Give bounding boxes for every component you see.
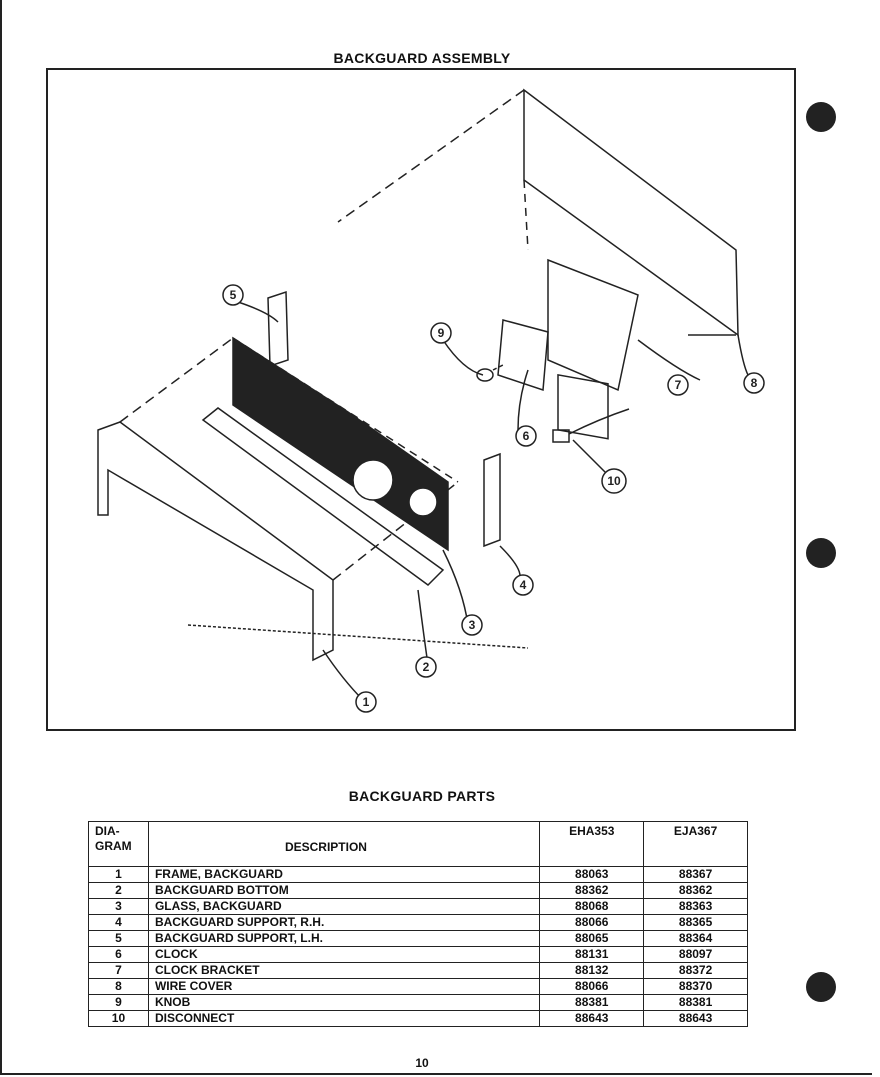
header-diagram-line-1: DIA- [95, 824, 120, 838]
row-model-1: 88066 [539, 914, 645, 931]
row-model-1: 88362 [539, 882, 645, 899]
table-row: 5 BACKGUARD SUPPORT, L.H. 88065 88364 [88, 930, 748, 947]
callout-2-label: 2 [423, 660, 430, 674]
row-model-2: 88372 [643, 962, 748, 979]
knob-part [476, 368, 494, 382]
callout-5 [222, 284, 244, 306]
row-model-1: 88065 [539, 930, 645, 947]
callout-6 [515, 425, 537, 447]
row-num: 2 [88, 882, 149, 899]
callout-6-label: 6 [523, 429, 530, 443]
callouts [222, 284, 765, 713]
callout-1 [355, 691, 377, 713]
table-row: 10 DISCONNECT 88643 88643 [88, 1010, 748, 1027]
support-rh-part [483, 452, 501, 548]
parts-table-header: DIA- GRAM DESCRIPTION EHA353 EJA367 [88, 821, 748, 867]
callout-7 [667, 374, 689, 396]
table-row: 8 WIRE COVER 88066 88370 [88, 978, 748, 995]
row-num: 4 [88, 914, 149, 931]
table-row: 7 CLOCK BRACKET 88132 88372 [88, 962, 748, 979]
parts-table: DIA- GRAM DESCRIPTION EHA353 EJA367 1 FR… [88, 821, 748, 1027]
header-description-label: DESCRIPTION [284, 840, 367, 854]
diagram-drawing: 1 2 3 4 5 6 7 8 9 10 [97, 88, 765, 713]
header-description: DESCRIPTION [147, 821, 541, 867]
header-model-2: EJA367 [643, 821, 748, 867]
callout-3-label: 3 [469, 618, 476, 632]
row-desc: FRAME, BACKGUARD [147, 866, 541, 883]
row-model-2: 88362 [643, 882, 748, 899]
row-num: 6 [88, 946, 149, 963]
callout-4 [512, 574, 534, 596]
row-desc: BACKGUARD SUPPORT, L.H. [147, 930, 541, 947]
table-row: 2 BACKGUARD BOTTOM 88362 88362 [88, 882, 748, 899]
exploded-diagram: 1 2 3 4 5 6 7 8 9 10 [46, 68, 796, 731]
row-model-2: 88367 [643, 866, 748, 883]
row-model-1: 88132 [539, 962, 645, 979]
wire-cover-part [523, 88, 739, 337]
callout-10 [601, 468, 627, 494]
row-model-2: 88365 [643, 914, 748, 931]
callout-2 [415, 656, 437, 678]
row-num: 8 [88, 978, 149, 995]
row-num: 5 [88, 930, 149, 947]
callout-7-label: 7 [675, 378, 682, 392]
table-row: 9 KNOB 88381 88381 [88, 994, 748, 1011]
punch-hole-icon [806, 102, 836, 132]
row-desc: WIRE COVER [147, 978, 541, 995]
header-model-1: EHA353 [539, 821, 645, 867]
callout-4-label: 4 [520, 578, 527, 592]
punch-hole-icon [806, 538, 836, 568]
row-model-1: 88381 [539, 994, 645, 1011]
row-model-2: 88381 [643, 994, 748, 1011]
callout-8 [743, 372, 765, 394]
callout-9-label: 9 [438, 326, 445, 340]
disconnect-part [552, 429, 570, 443]
row-model-2: 88370 [643, 978, 748, 995]
callout-9 [430, 322, 452, 344]
row-model-2: 88097 [643, 946, 748, 963]
row-desc: BACKGUARD SUPPORT, R.H. [147, 914, 541, 931]
callout-10-label: 10 [607, 474, 621, 488]
row-desc: CLOCK BRACKET [147, 962, 541, 979]
callout-1-label: 1 [363, 695, 370, 709]
clock-bracket-part [547, 258, 639, 392]
parts-title: BACKGUARD PARTS [348, 788, 496, 804]
callout-8-label: 8 [751, 376, 758, 390]
row-model-1: 88643 [539, 1010, 645, 1027]
table-row: 1 FRAME, BACKGUARD 88063 88367 [88, 866, 748, 883]
row-desc: CLOCK [147, 946, 541, 963]
clock-part [497, 319, 549, 392]
row-model-2: 88643 [643, 1010, 748, 1027]
row-model-2: 88363 [643, 898, 748, 915]
punch-hole-icon [806, 972, 836, 1002]
table-row: 6 CLOCK 88131 88097 [88, 946, 748, 963]
row-num: 3 [88, 898, 149, 915]
header-diagram-line-2: GRAM [95, 839, 132, 853]
row-desc: GLASS, BACKGUARD [147, 898, 541, 915]
table-row: 4 BACKGUARD SUPPORT, R.H. 88066 88365 [88, 914, 748, 931]
row-desc: DISCONNECT [147, 1010, 541, 1027]
row-model-2: 88364 [643, 930, 748, 947]
row-num: 10 [88, 1010, 149, 1027]
row-desc: KNOB [147, 994, 541, 1011]
row-num: 9 [88, 994, 149, 1011]
callout-5-label: 5 [230, 288, 237, 302]
table-row: 3 GLASS, BACKGUARD 88068 88363 [88, 898, 748, 915]
row-desc: BACKGUARD BOTTOM [147, 882, 541, 899]
page-number: 10 [415, 1056, 429, 1070]
frame-part [97, 421, 334, 662]
support-lh-part [267, 290, 289, 368]
bottom-part [201, 407, 445, 586]
header-diagram: DIA- GRAM [88, 821, 149, 867]
glass-part [232, 336, 449, 552]
callout-3 [461, 614, 483, 636]
row-model-1: 88131 [539, 946, 645, 963]
row-model-1: 88068 [539, 898, 645, 915]
row-model-1: 88066 [539, 978, 645, 995]
row-num: 1 [88, 866, 149, 883]
diagram-title: BACKGUARD ASSEMBLY [333, 50, 511, 66]
row-model-1: 88063 [539, 866, 645, 883]
row-num: 7 [88, 962, 149, 979]
